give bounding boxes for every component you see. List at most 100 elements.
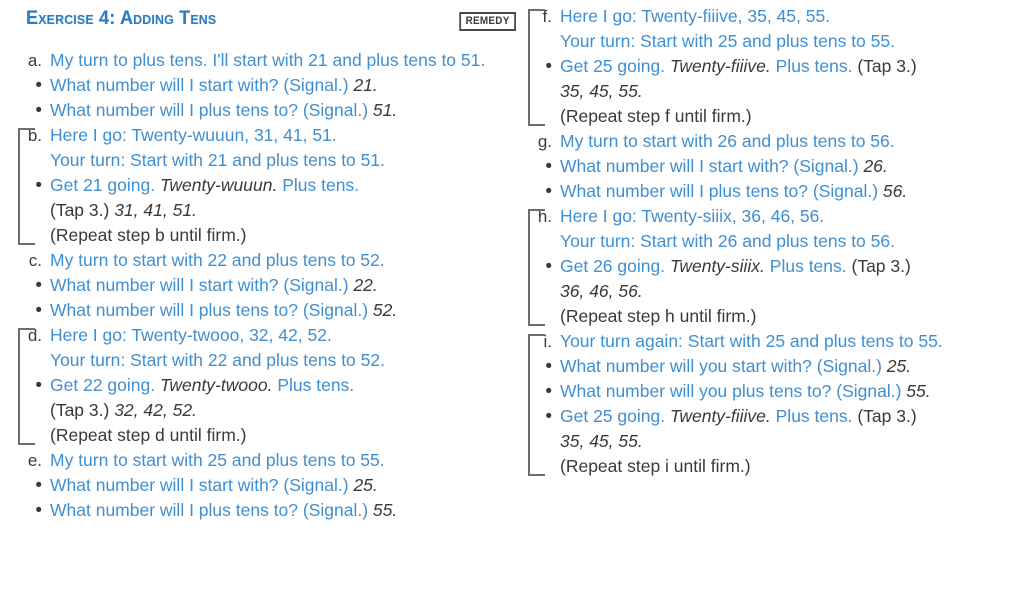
line-text: (Repeat step h until firm.): [560, 304, 1024, 329]
text-response-italic: 35, 45, 55.: [560, 431, 643, 451]
bullet-marker: •: [35, 500, 42, 521]
text-response-italic: Twenty-fiiive.: [669, 56, 771, 76]
text-direction: (Repeat step f until firm.): [560, 106, 752, 126]
text-response-italic: 25.: [353, 475, 378, 495]
text-prompt: Get 26 going.: [560, 256, 670, 276]
text-prompt-cont: Plus tens.: [770, 56, 858, 76]
exercise-line: h. Here I go: Twenty-siiix, 36, 46, 56.: [0, 204, 1024, 229]
text-plain: Your turn: Start with 21 and plus tens t…: [50, 150, 385, 170]
text-plain: Here I go: Twenty-fiiive, 35, 45, 55.: [560, 6, 831, 26]
exercise-header: Exercise 4: Adding Tens REMEDY: [26, 8, 516, 38]
line-text: What number will I plus tens to? (Signal…: [560, 179, 1024, 204]
bullet-marker: •: [545, 256, 552, 277]
step-letter-label: h.: [537, 207, 552, 226]
exercise-line: 35, 45, 55.: [0, 429, 1024, 454]
text-direction-post: (Tap 3.): [857, 406, 917, 426]
text-prompt: Get 21 going.: [50, 175, 160, 195]
text-response-italic: Twenty-wuuun.: [159, 175, 278, 195]
bullet-marker: •: [545, 56, 552, 77]
line-text: My turn to start with 22 and plus tens t…: [50, 248, 512, 273]
text-response-italic: Twenty-twooo.: [159, 375, 273, 395]
text-prompt-cont: Plus tens.: [272, 375, 355, 395]
exercise-line: •What number will I plus tens to? (Signa…: [0, 98, 512, 123]
text-prompt: What number will I plus tens to? (Signal…: [50, 500, 373, 520]
text-response-italic: 31, 41, 51.: [114, 200, 197, 220]
text-response-italic: 26.: [863, 156, 888, 176]
line-text: My turn to start with 26 and plus tens t…: [560, 129, 1024, 154]
text-prompt: Get 22 going.: [50, 375, 160, 395]
line-text: What number will I plus tens to? (Signal…: [50, 498, 512, 523]
text-response-italic: Twenty-fiiive.: [669, 406, 771, 426]
text-response-italic: 35, 45, 55.: [560, 81, 643, 101]
right-column: f.Here I go: Twenty-fiiive, 35, 45, 55.Y…: [0, 4, 943, 479]
line-text: (Repeat step i until firm.): [560, 454, 1024, 479]
line-text: My turn to plus tens. I'll start with 21…: [50, 48, 512, 73]
text-response-italic: 32, 42, 52.: [114, 400, 197, 420]
step-letter-label: e.: [27, 451, 42, 470]
line-text: (Repeat step f until firm.): [560, 104, 1024, 129]
exercise-line: (Repeat step d until firm.): [0, 423, 512, 448]
line-text: What number will I start with? (Signal.)…: [50, 73, 512, 98]
line-text: Get 25 going. Twenty-fiiive. Plus tens. …: [560, 54, 1024, 79]
text-plain: My turn to start with 26 and plus tens t…: [560, 131, 895, 151]
text-prompt: What number will you plus tens to? (Sign…: [560, 381, 907, 401]
line-text: (Tap 3.) 31, 41, 51.: [50, 198, 512, 223]
line-text: Here I go: Twenty-siiix, 36, 46, 56.: [560, 204, 1024, 229]
text-prompt: Get 25 going.: [560, 56, 670, 76]
line-text: Your turn: Start with 26 and plus tens t…: [560, 229, 1024, 254]
line-text: 35, 45, 55.: [560, 429, 1024, 454]
text-direction: (Repeat step i until firm.): [560, 456, 751, 476]
line-text: What number will I start with? (Signal.)…: [50, 273, 512, 298]
step-letter-label: a.: [27, 51, 42, 70]
text-response-italic: 55.: [906, 381, 931, 401]
exercise-line: (Repeat step i until firm.): [0, 454, 1024, 479]
line-text: What number will you plus tens to? (Sign…: [560, 379, 1024, 404]
exercise-line: Your turn: Start with 22 and plus tens t…: [0, 348, 512, 373]
exercise-line: •Get 21 going. Twenty-wuuun. Plus tens.: [0, 173, 512, 198]
text-plain: Here I go: Twenty-wuuun, 31, 41, 51.: [50, 125, 337, 145]
step-letter-label: i.: [543, 332, 553, 351]
bullet-marker: •: [35, 300, 42, 321]
line-text: Here I go: Twenty-twooo, 32, 42, 52.: [50, 323, 512, 348]
exercise-line: •What number will I start with? (Signal.…: [0, 473, 512, 498]
page-title: Exercise 4: Adding Tens: [26, 8, 217, 29]
bullet-marker: •: [35, 375, 42, 396]
text-prompt: What number will I start with? (Signal.): [50, 75, 354, 95]
line-text: Get 21 going. Twenty-wuuun. Plus tens.: [50, 173, 512, 198]
bullet-marker: •: [35, 100, 42, 121]
text-response-italic: 36, 46, 56.: [560, 281, 643, 301]
line-text: Get 26 going. Twenty-siiix. Plus tens. (…: [560, 254, 1024, 279]
text-plain: My turn to plus tens. I'll start with 21…: [50, 50, 486, 70]
text-prompt: What number will I start with? (Signal.): [560, 156, 864, 176]
exercise-line: Your turn: Start with 25 and plus tens t…: [0, 29, 1024, 54]
exercise-line: • Get 25 going. Twenty-fiiive. Plus tens.…: [0, 54, 1024, 79]
line-text: Get 25 going. Twenty-fiiive. Plus tens. …: [560, 404, 1024, 429]
exercise-line: • What number will I plus tens to? (Signa…: [0, 498, 512, 523]
text-direction-post: (Tap 3.): [851, 256, 911, 276]
exercise-line: •What number will I start with? (Signal.…: [0, 73, 512, 98]
exercise-line: (Tap 3.) 32, 42, 52.: [0, 398, 512, 423]
bullet-marker: •: [545, 381, 552, 402]
text-plain: My turn to start with 25 and plus tens t…: [50, 450, 385, 470]
text-prompt: What number will I start with? (Signal.): [50, 275, 354, 295]
text-prompt: What number will I plus tens to? (Signal…: [560, 181, 883, 201]
exercise-line: (Repeat step h until firm.): [0, 304, 1024, 329]
text-plain: Here I go: Twenty-siiix, 36, 46, 56.: [560, 206, 825, 226]
text-response-italic: 52.: [372, 300, 398, 320]
text-plain: Your turn: Start with 25 and plus tens t…: [560, 31, 895, 51]
line-text: Here I go: Twenty-fiiive, 35, 45, 55.: [560, 4, 1024, 29]
line-text: Get 22 going. Twenty-twooo. Plus tens.: [50, 373, 512, 398]
text-prompt-cont: Plus tens.: [277, 175, 360, 195]
text-response-italic: 21.: [353, 75, 378, 95]
text-prompt: What number will I start with? (Signal.): [50, 475, 354, 495]
line-text: 36, 46, 56.: [560, 279, 1024, 304]
exercise-line: •Get 25 going. Twenty-fiiive. Plus tens.…: [0, 404, 1024, 429]
exercise-line: f.Here I go: Twenty-fiiive, 35, 45, 55.: [0, 4, 1024, 29]
text-direction-pre: (Tap 3.): [50, 400, 115, 420]
text-prompt-cont: Plus tens.: [764, 256, 852, 276]
left-column: a. My turn to plus tens. I'll start with …: [0, 48, 512, 523]
step-letter-label: b.: [27, 126, 42, 145]
line-text: Your turn: Start with 22 and plus tens t…: [50, 348, 512, 373]
text-direction-pre: (Tap 3.): [50, 200, 115, 220]
text-plain: Here I go: Twenty-twooo, 32, 42, 52.: [50, 325, 332, 345]
